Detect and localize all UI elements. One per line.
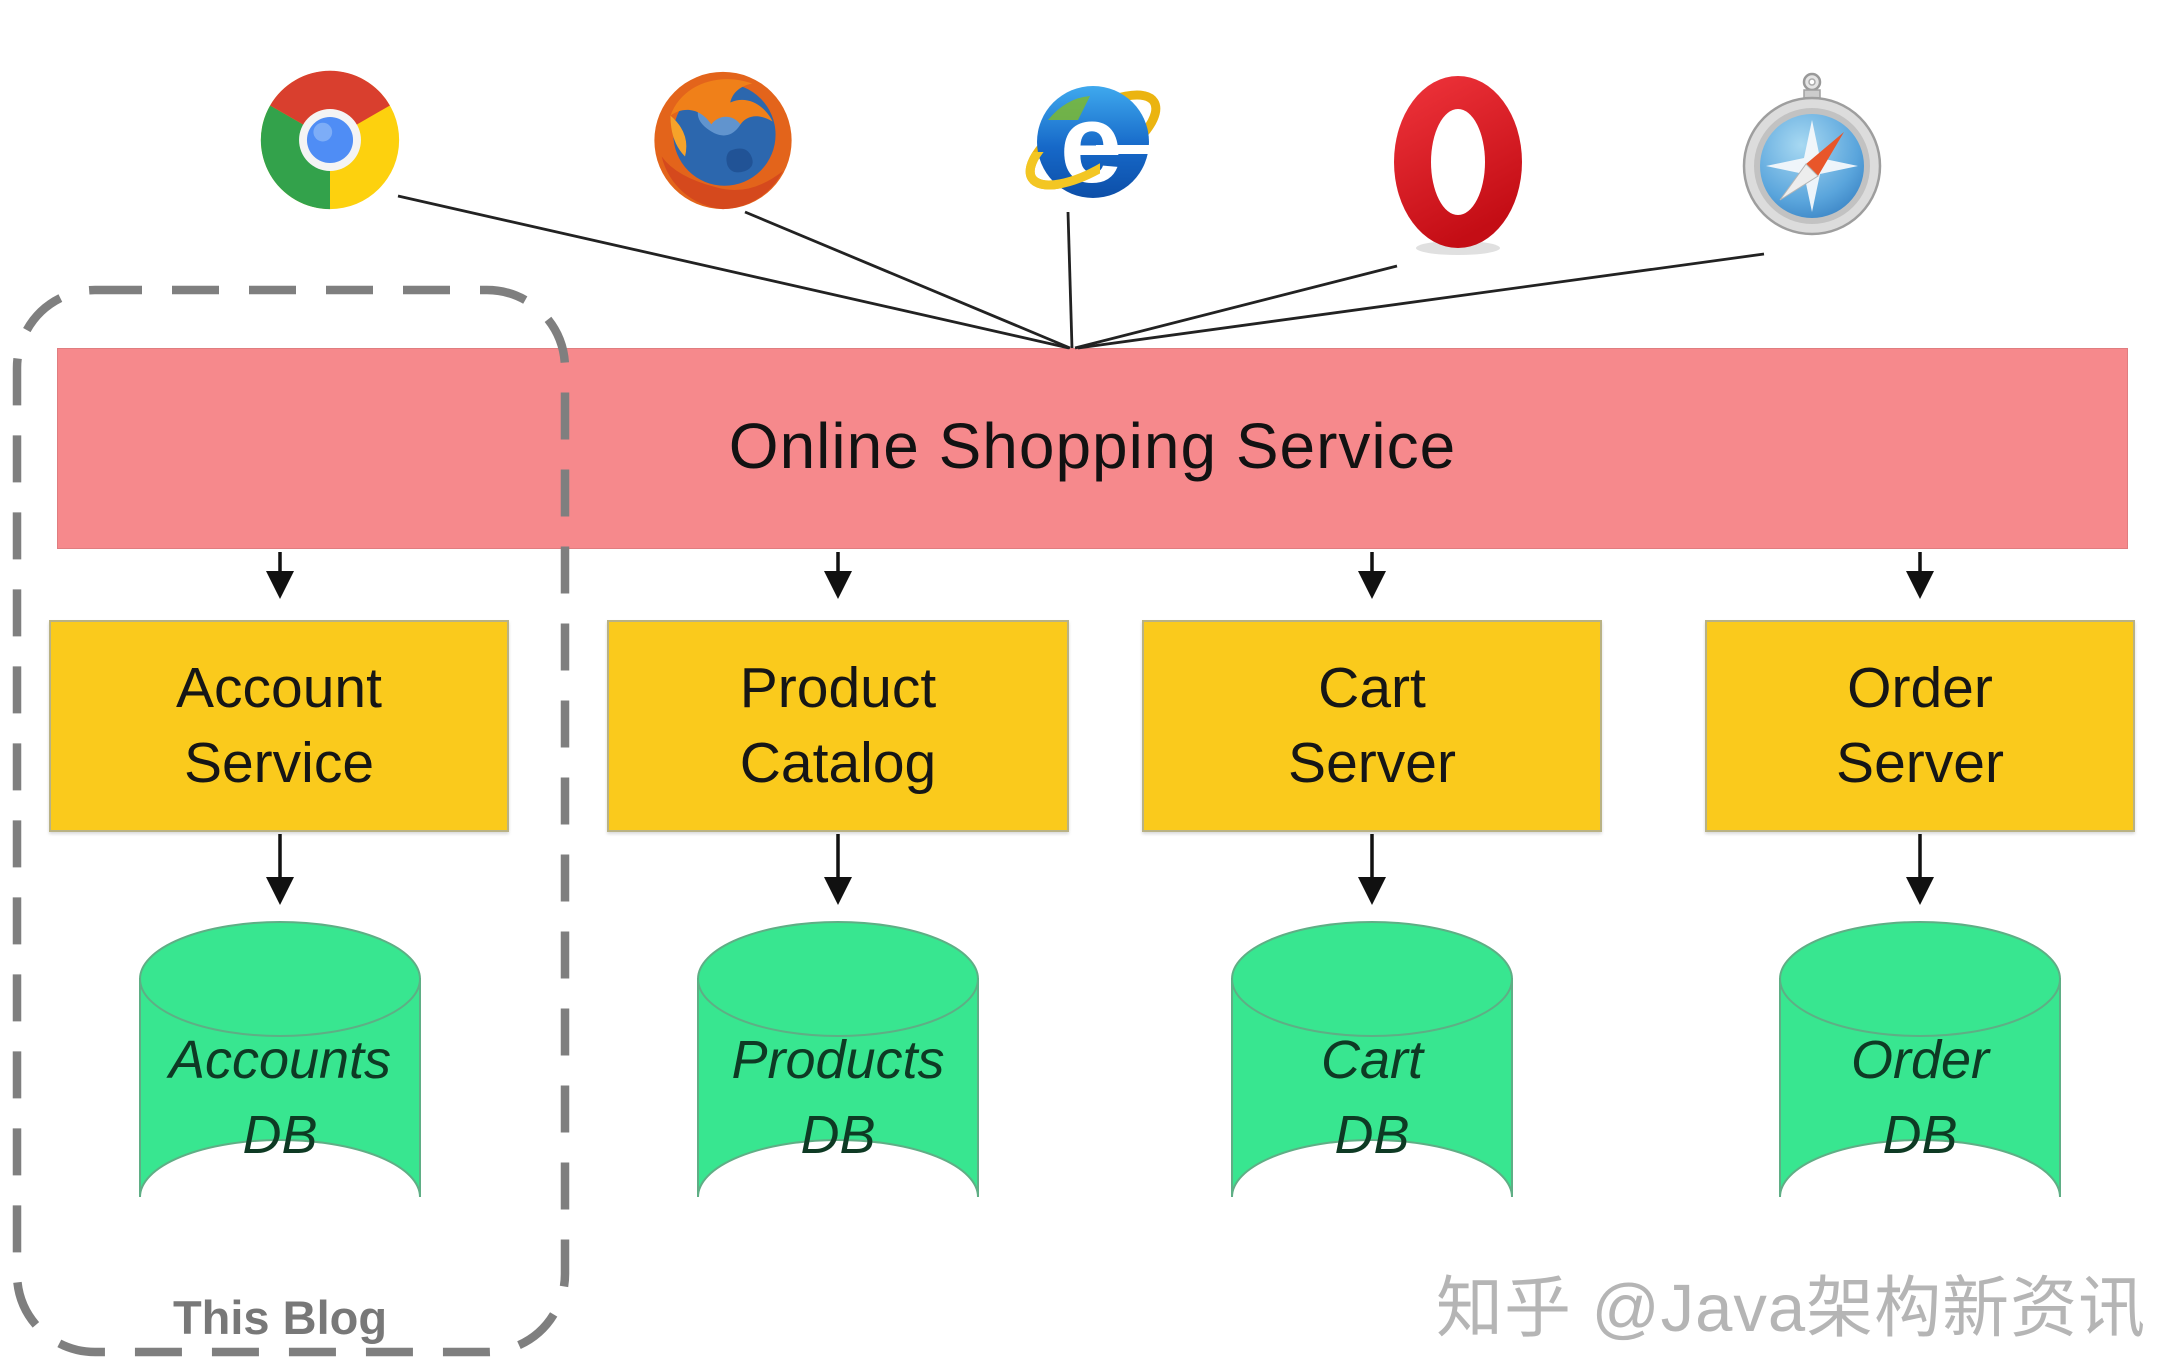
order-db-label: Order DB: [1850, 1030, 1990, 1165]
service-label: Product: [739, 655, 937, 720]
browser-connector-lines: [397, 194, 1765, 350]
cart-db-label: Cart DB: [1320, 1030, 1423, 1165]
service-label: Cart: [1318, 655, 1426, 720]
svg-text:e: e: [1060, 81, 1122, 206]
service-label: Catalog: [739, 731, 937, 795]
order-server-box: Order Server: [1705, 620, 2135, 832]
watermark-text: 知乎 @Java架构新资讯: [1436, 1271, 2147, 1346]
arrow-connectors: [266, 552, 1934, 905]
service-label: Order: [1847, 655, 1993, 720]
safari-icon: [1742, 72, 1882, 236]
cart-server-box: Cart Server: [1142, 620, 1602, 832]
service-label: Server: [1288, 731, 1456, 795]
service-label: Server: [1836, 731, 2004, 795]
product-catalog-box: Product Catalog: [607, 620, 1069, 832]
cart-db-cylinder: [1231, 921, 1513, 1198]
products-db-label: Products DB: [731, 1030, 945, 1165]
account-service-box: Account Service: [49, 620, 509, 832]
products-db-cylinder: [697, 921, 979, 1198]
service-label: Account: [176, 655, 382, 720]
online-shopping-service-bar: Online Shopping Service: [57, 348, 2128, 549]
internet-explorer-icon: e: [1025, 81, 1164, 206]
opera-icon: [1394, 76, 1522, 255]
service-label: Service: [183, 731, 375, 795]
service-bar-title: Online Shopping Service: [728, 409, 1457, 482]
order-db-cylinder: [1779, 921, 2061, 1198]
accounts-db-label: Accounts DB: [168, 1030, 392, 1165]
firefox-icon: [654, 71, 792, 210]
this-blog-annotation: This Blog: [172, 1291, 388, 1344]
chrome-icon: [260, 70, 400, 210]
